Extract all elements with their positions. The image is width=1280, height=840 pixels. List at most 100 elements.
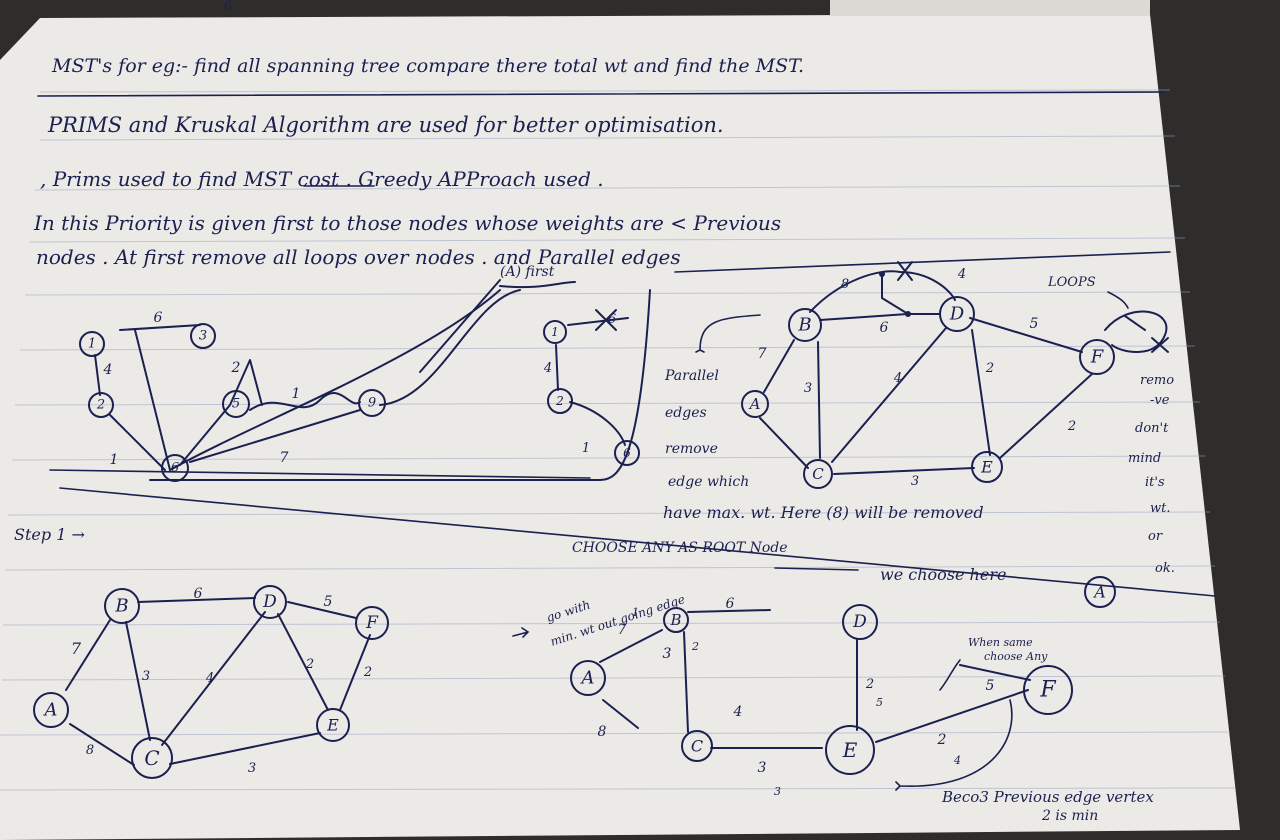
step1-label: Step 1 → (14, 525, 85, 544)
step2-weight: 7 (618, 622, 627, 638)
step1-weight: 2 (305, 657, 314, 672)
graph1b-weight: 1 (582, 441, 590, 456)
notebook-page (0, 14, 1240, 840)
step1-weight: 3 (142, 669, 150, 684)
svg-text:A: A (748, 395, 761, 413)
graph2-weight: 5 (1030, 316, 1039, 332)
graph1-weight: 6 (154, 310, 163, 326)
svg-text:6: 6 (623, 446, 631, 460)
step1-weight: 8 (86, 743, 94, 758)
svg-text:F: F (365, 613, 379, 633)
step2-note-same-1: When same (968, 636, 1033, 649)
step1-weight: 6 (194, 586, 203, 602)
step2-tick: 2 (691, 640, 699, 653)
svg-text:B: B (114, 596, 128, 617)
svg-text:F: F (1090, 347, 1105, 368)
graph2-node-B: B (788, 308, 822, 342)
step1-graph: Step 1 → B D F A E C 6 5 7 3 4 2 2 8 3 (14, 525, 389, 779)
step2-weight: 2 (865, 677, 874, 692)
step1-node-B: B (104, 588, 140, 624)
note-right-8: ok. (1155, 561, 1175, 576)
step2-weight: 4 (733, 704, 743, 720)
step2-weight: 3 (758, 760, 767, 776)
svg-text:E: E (980, 458, 993, 477)
step2-node-E: E (825, 725, 875, 775)
step1-weight: 3 (248, 761, 256, 776)
step2-tick: 5 (876, 696, 883, 709)
note-line-3: , Prims used to find MST cost . Greedy A… (40, 167, 604, 191)
svg-text:2: 2 (96, 398, 105, 413)
step2-node-B: B (663, 607, 689, 633)
step1-node-D: D (253, 585, 287, 619)
graph1-weight: 4 (103, 362, 113, 378)
svg-text:C: C (144, 746, 159, 770)
graph2-weight: 6 (880, 320, 889, 336)
note-right-5: it's (1145, 475, 1165, 490)
graph1-weight: 1 (292, 386, 301, 402)
step2-node-F: F (1023, 665, 1073, 715)
graph2-node-C: C (803, 459, 833, 489)
note-remove-max: have max. wt. Here (8) will be removed (663, 503, 984, 522)
svg-text:D: D (949, 304, 965, 325)
step1-weight: 7 (71, 639, 82, 658)
graph1-node-3: 3 (190, 323, 216, 349)
step1-node-E: E (316, 708, 350, 742)
graph1b-node-2: 2 (547, 388, 573, 414)
step1-node-C: C (131, 737, 173, 779)
graph2-node-A: A (741, 390, 769, 418)
previous-page-edge (830, 0, 1150, 16)
svg-text:B: B (797, 315, 811, 336)
graph2-node-E: E (971, 451, 1003, 483)
graph2-weight: 3 (911, 474, 919, 489)
note-parallel-3: remove (665, 441, 718, 457)
step2-node-D: D (842, 604, 878, 640)
step2-root-badge: A (1084, 576, 1116, 608)
step2-tick: 1 (632, 606, 639, 619)
step2-weight: 3 (663, 646, 672, 662)
step2-tick: 4 (953, 754, 961, 767)
graph1: 1 3 2 5 9 6 6 4 2 1 1 7 (79, 279, 651, 482)
step2-note-same-2: choose Any (984, 650, 1048, 663)
step2-weight: 5 (986, 678, 995, 694)
svg-text:6: 6 (171, 461, 179, 476)
svg-text:A: A (580, 668, 595, 689)
graph1b-weight: 4 (543, 361, 552, 376)
note-right-7: or (1148, 529, 1163, 544)
graph2-loops-label: LOOPS (1047, 275, 1096, 290)
svg-text:D: D (262, 592, 277, 612)
note-right-1: remo (1140, 373, 1174, 388)
svg-text:C: C (691, 737, 703, 756)
step2-tick: 3 (774, 785, 781, 798)
note-right-3: don't (1135, 421, 1169, 436)
note-parallel-2: edges (665, 405, 707, 421)
svg-text:A: A (1092, 583, 1106, 602)
svg-text:9: 9 (368, 396, 376, 411)
note-parallel-1: Parallel (664, 368, 719, 384)
graph1b-first-label: (A) first (500, 264, 555, 280)
svg-text:A: A (43, 700, 58, 721)
svg-text:1: 1 (551, 325, 559, 339)
graph2-node-D: D (939, 296, 975, 332)
graph2-node-F: F (1079, 339, 1115, 375)
graph1-node-5: 5 (222, 390, 250, 418)
step1-weight: 5 (324, 594, 333, 610)
step2-note-bottom-2: 2 is min (1041, 808, 1098, 824)
svg-text:C: C (812, 465, 824, 483)
note-line-5: nodes . At first remove all loops over n… (36, 245, 681, 269)
graph1-node-2: 2 (88, 392, 114, 418)
svg-text:D: D (852, 612, 867, 632)
graph1-node-9: 9 (358, 389, 386, 417)
graph1-weight: 7 (280, 450, 289, 466)
graph2-weight: 4 (957, 267, 966, 282)
step2-title: CHOOSE ANY AS ROOT Node (572, 540, 788, 556)
graph2-weight: 2 (985, 361, 994, 376)
graph2: B D A F C E 8 6 4 7 3 4 2 5 3 2 LOOPS Pa… (663, 261, 1175, 576)
note-line-4: In this Priority is given first to those… (33, 211, 781, 235)
graph2-weight: 2 (1067, 419, 1076, 434)
graph2-weight: 4 (893, 371, 902, 386)
graph2-weight: 8 (841, 277, 849, 292)
graph1-node-1: 1 (79, 331, 105, 357)
step2-note-bottom: Beco3 Previous edge vertex (941, 788, 1154, 806)
step1-weight: 2 (363, 665, 372, 680)
